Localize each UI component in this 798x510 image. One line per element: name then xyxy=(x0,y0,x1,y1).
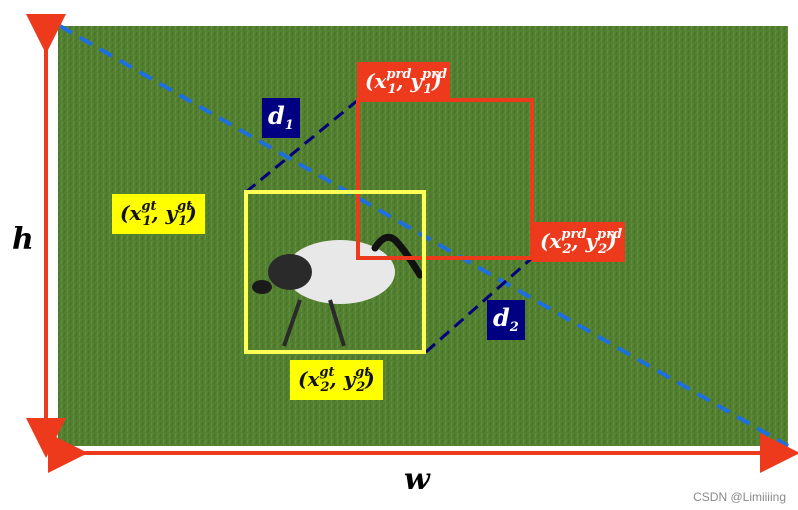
coord-sup: prd xyxy=(597,227,623,242)
coord-sup: gt xyxy=(319,365,335,380)
d2-sub: 2 xyxy=(509,320,519,335)
height-label: h xyxy=(12,222,34,257)
width-label: w xyxy=(404,462,430,497)
coord-sub: 1 xyxy=(387,82,397,97)
coord-y: y xyxy=(585,229,598,253)
pred-top-left-label: (xprd1, yprd1) xyxy=(357,62,450,102)
coord-x: x xyxy=(129,201,142,225)
coord-sup: prd xyxy=(561,227,587,242)
coord-sup: gt xyxy=(355,365,371,380)
gt-top-left-label: (xgt1, ygt1) xyxy=(112,194,205,234)
coord-x: x xyxy=(549,229,562,253)
coord-sub: 1 xyxy=(142,214,152,229)
coord-sup: prd xyxy=(386,67,412,82)
gt-bottom-right-label: (xgt2, ygt2) xyxy=(290,360,383,400)
coord-sub: 2 xyxy=(356,380,366,395)
coord-sub: 2 xyxy=(320,380,330,395)
coord-sub: 1 xyxy=(178,214,188,229)
distance-line-d2 xyxy=(425,256,533,354)
d1-base: d xyxy=(268,101,285,130)
coord-y: y xyxy=(165,201,178,225)
d1-sub: 1 xyxy=(284,118,294,133)
coord-sup: gt xyxy=(141,199,157,214)
coord-sub: 2 xyxy=(562,242,572,257)
coord-sub: 2 xyxy=(598,242,608,257)
coord-sup: gt xyxy=(177,199,193,214)
coord-sup: prd xyxy=(422,67,448,82)
coord-x: x xyxy=(307,367,320,391)
coord-x: x xyxy=(374,69,387,93)
ground-truth-box xyxy=(244,190,426,354)
coord-y: y xyxy=(343,367,356,391)
coord-sub: 1 xyxy=(423,82,433,97)
d1-label: d1 xyxy=(262,98,300,138)
distance-line-d1 xyxy=(245,98,359,194)
watermark-text: CSDN @Limiiiing xyxy=(693,490,786,504)
pred-bottom-right-label: (xprd2, yprd2) xyxy=(532,222,625,262)
d2-base: d xyxy=(493,303,510,332)
d2-label: d2 xyxy=(487,300,525,340)
coord-y: y xyxy=(410,69,423,93)
